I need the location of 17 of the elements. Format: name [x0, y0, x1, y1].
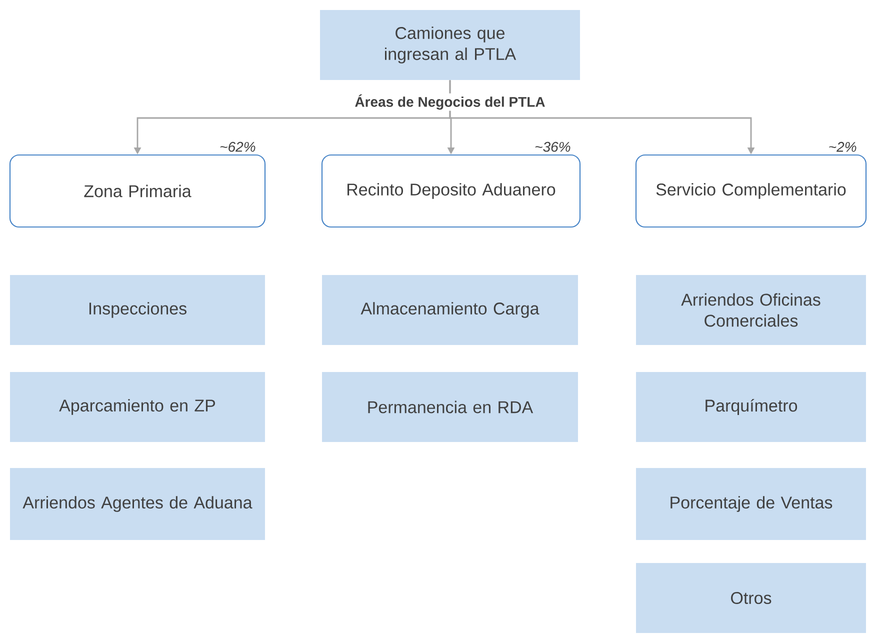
service-box: Arriendos Agentes de Aduana — [10, 468, 265, 540]
share-label: ~62% — [220, 142, 256, 152]
service-box: Aparcamiento en ZP — [10, 372, 265, 442]
service-box: Porcentaje de Ventas — [636, 468, 866, 540]
category-box: Zona Primaria — [9, 154, 266, 228]
service-box: Arriendos Oficinas Comerciales — [636, 275, 866, 345]
process-box: Camiones que ingresan al PTLA — [320, 10, 580, 80]
category-box: Recinto Deposito Aduanero — [321, 154, 581, 228]
share-label: ~2% — [829, 142, 856, 152]
service-box: Almacenamiento Carga — [322, 275, 578, 345]
section-heading: Áreas de Negocios del PTLA — [354, 93, 546, 111]
service-box: Permanencia en RDA — [322, 372, 578, 442]
service-box: Parquímetro — [636, 372, 866, 442]
service-box: Otros — [636, 563, 866, 633]
service-box: Inspecciones — [10, 275, 265, 345]
category-box: Servicio Complementario — [635, 154, 867, 228]
share-label: ~36% — [535, 142, 570, 152]
